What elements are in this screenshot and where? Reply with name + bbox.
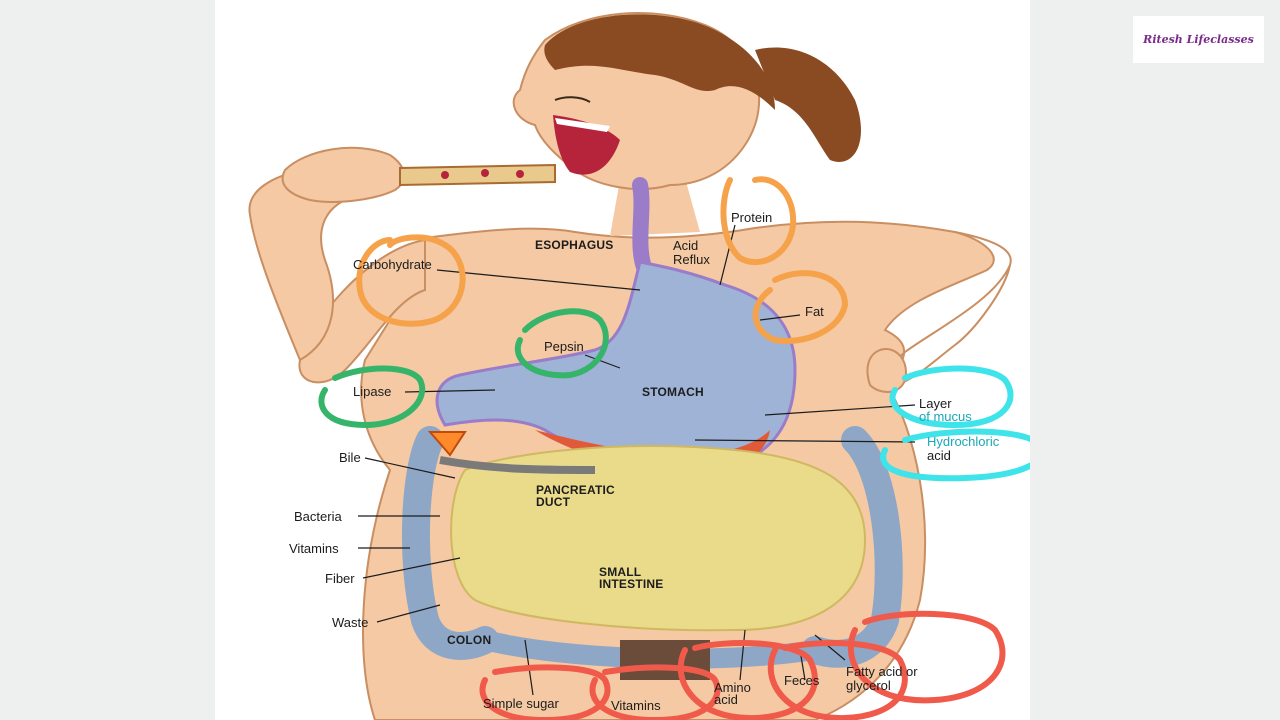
hand (281, 146, 405, 203)
label-simple-sugar: Simple sugar (483, 696, 559, 711)
digestive-system-illustration (248, 12, 1030, 720)
label-fat: Fat (805, 304, 824, 319)
right-hand (866, 348, 907, 393)
label-pepsin: Pepsin (544, 339, 584, 354)
label-amino-acid-1: Amino (714, 680, 751, 695)
annotation-circles (318, 176, 1030, 720)
pizza-slice (399, 163, 556, 187)
label-vitamins-left: Vitamins (289, 541, 339, 556)
label-lipase: Lipase (353, 384, 392, 399)
label-pancreatic-duct-2: DUCT (536, 495, 571, 509)
leader-lines (358, 224, 916, 696)
label-stomach: STOMACH (642, 385, 704, 399)
label-waste: Waste (332, 615, 369, 630)
label-small-intestine-1: SMALL (599, 565, 642, 579)
label-colon: COLON (447, 633, 492, 647)
label-hydrochloric-acid-1: Hydrochloric (927, 434, 1000, 449)
pancreatic-duct (439, 456, 596, 474)
label-small-intestine-2: INTESTINE (599, 577, 664, 591)
channel-watermark: Ritesh Lifeclasses (1133, 16, 1264, 63)
label-protein: Protein (731, 210, 773, 225)
colon (401, 426, 903, 668)
label-acid-reflux-2: Reflux (673, 252, 710, 267)
label-layer-of-mucus-1: Layer (919, 396, 952, 411)
label-layer-of-mucus-2: of mucus (919, 409, 972, 424)
label-fatty-acid-2: glycerol (846, 678, 891, 693)
label-fatty-acid-1: Fatty acid or (846, 664, 918, 679)
esophagus (632, 177, 653, 278)
neck (610, 178, 700, 236)
label-amino-acid-2: acid (714, 692, 738, 707)
label-fiber: Fiber (325, 571, 355, 586)
label-feces: Feces (784, 673, 820, 688)
ponytail (755, 47, 861, 162)
label-vitamins-bottom: Vitamins (611, 698, 661, 713)
eyelash (554, 96, 591, 103)
label-pancreatic-duct-1: PANCREATIC (536, 483, 615, 497)
label-bacteria: Bacteria (294, 509, 342, 524)
label-esophagus: ESOPHAGUS (535, 238, 614, 252)
label-bile: Bile (339, 450, 361, 465)
hair (544, 14, 775, 111)
label-acid-reflux-1: Acid (673, 238, 699, 253)
diagram-slide: ESOPHAGUS Acid Reflux Protein Carbohydra… (215, 0, 1030, 720)
label-hydrochloric-acid-2: acid (927, 448, 951, 463)
label-carbohydrate: Carbohydrate (353, 257, 432, 272)
teeth (555, 118, 610, 132)
small-intestine (450, 445, 867, 632)
bile-funnel (427, 431, 467, 457)
